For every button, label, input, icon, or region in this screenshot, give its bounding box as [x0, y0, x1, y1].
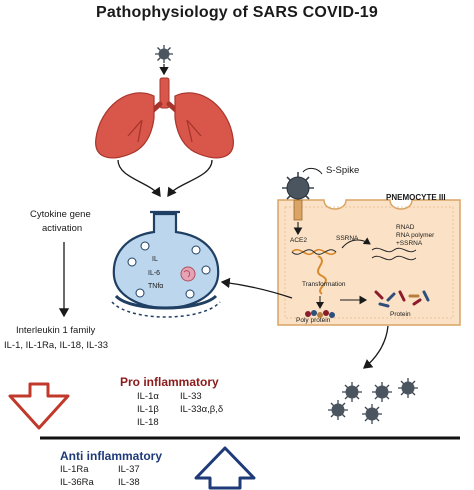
pro-item: IL-18 — [137, 417, 159, 428]
arrow-to-alveolus — [220, 277, 293, 299]
arrow-left-lung — [117, 159, 161, 198]
pro-item: IL-1α — [137, 391, 159, 402]
released-virus-icon — [328, 400, 348, 420]
alveolus-illustration — [111, 210, 221, 318]
pneumocyte-cell — [277, 199, 461, 326]
page-title: Pathophysiology of SARS COVID-19 — [96, 4, 378, 21]
alveolus-label-il: IL — [152, 256, 158, 263]
anti-inflammatory-arrow — [194, 446, 256, 490]
protein-label: Protein — [390, 311, 411, 318]
ssrna-label: SSRNA — [336, 235, 359, 242]
spike-label: S-Spike — [326, 165, 360, 176]
rna-strand — [291, 248, 337, 256]
spike-virus-icon — [282, 172, 314, 204]
lungs-illustration — [95, 77, 234, 159]
pro-item: IL-33 — [180, 391, 202, 402]
ssrna-plus-label: +SSRNA — [396, 240, 423, 247]
pro-item: IL-33α,β,δ — [180, 404, 224, 415]
ace2-label: ACE2 — [290, 237, 307, 244]
replicated-rna — [371, 247, 417, 261]
ace2-receptor — [293, 199, 303, 236]
released-virus-icon — [342, 382, 362, 402]
virus-icon — [155, 45, 173, 63]
pro-inflammatory-arrow — [8, 382, 70, 430]
transformation-label: Transformation — [302, 281, 346, 288]
rna-polymer-label: RNA polymer — [396, 232, 435, 239]
anti-item: IL-1Ra — [60, 464, 89, 475]
anti-item: IL-37 — [118, 464, 140, 475]
released-virus-icon — [372, 382, 392, 402]
anti-item: IL-36Ra — [60, 477, 94, 488]
alveolus-label-il6: IL-6 — [148, 270, 161, 277]
spike-pointer — [302, 167, 323, 175]
cytokine-label-line1: Cytokine gene — [30, 209, 91, 220]
il1-family-heading: Interleukin 1 family — [16, 325, 96, 336]
transformation-helix — [316, 255, 327, 309]
poly-protein-chain — [305, 310, 335, 318]
cell-label: PNEMOCYTE III — [386, 193, 446, 202]
rnad-label: RNAD — [396, 224, 415, 231]
arrow-right-lung — [167, 159, 213, 198]
anti-item: IL-38 — [118, 477, 140, 488]
released-virus-icon — [362, 404, 382, 424]
poly-protein-label: Poly protein — [296, 317, 331, 324]
arrow-release — [362, 325, 389, 369]
pro-inflammatory-heading: Pro inflammatory — [120, 375, 219, 389]
pro-item: IL-1β — [137, 404, 159, 415]
il1-family-members: IL-1, IL-1Ra, IL-18, IL-33 — [4, 340, 109, 351]
alveolus-label-tnfa: TNfα — [148, 283, 164, 290]
ssrna-arrow — [341, 237, 371, 249]
protein-fragments — [374, 290, 430, 308]
released-virus-icon — [398, 378, 418, 398]
cytokine-label-line2: activation — [42, 223, 83, 234]
anti-inflammatory-heading: Anti inflammatory — [60, 449, 163, 463]
